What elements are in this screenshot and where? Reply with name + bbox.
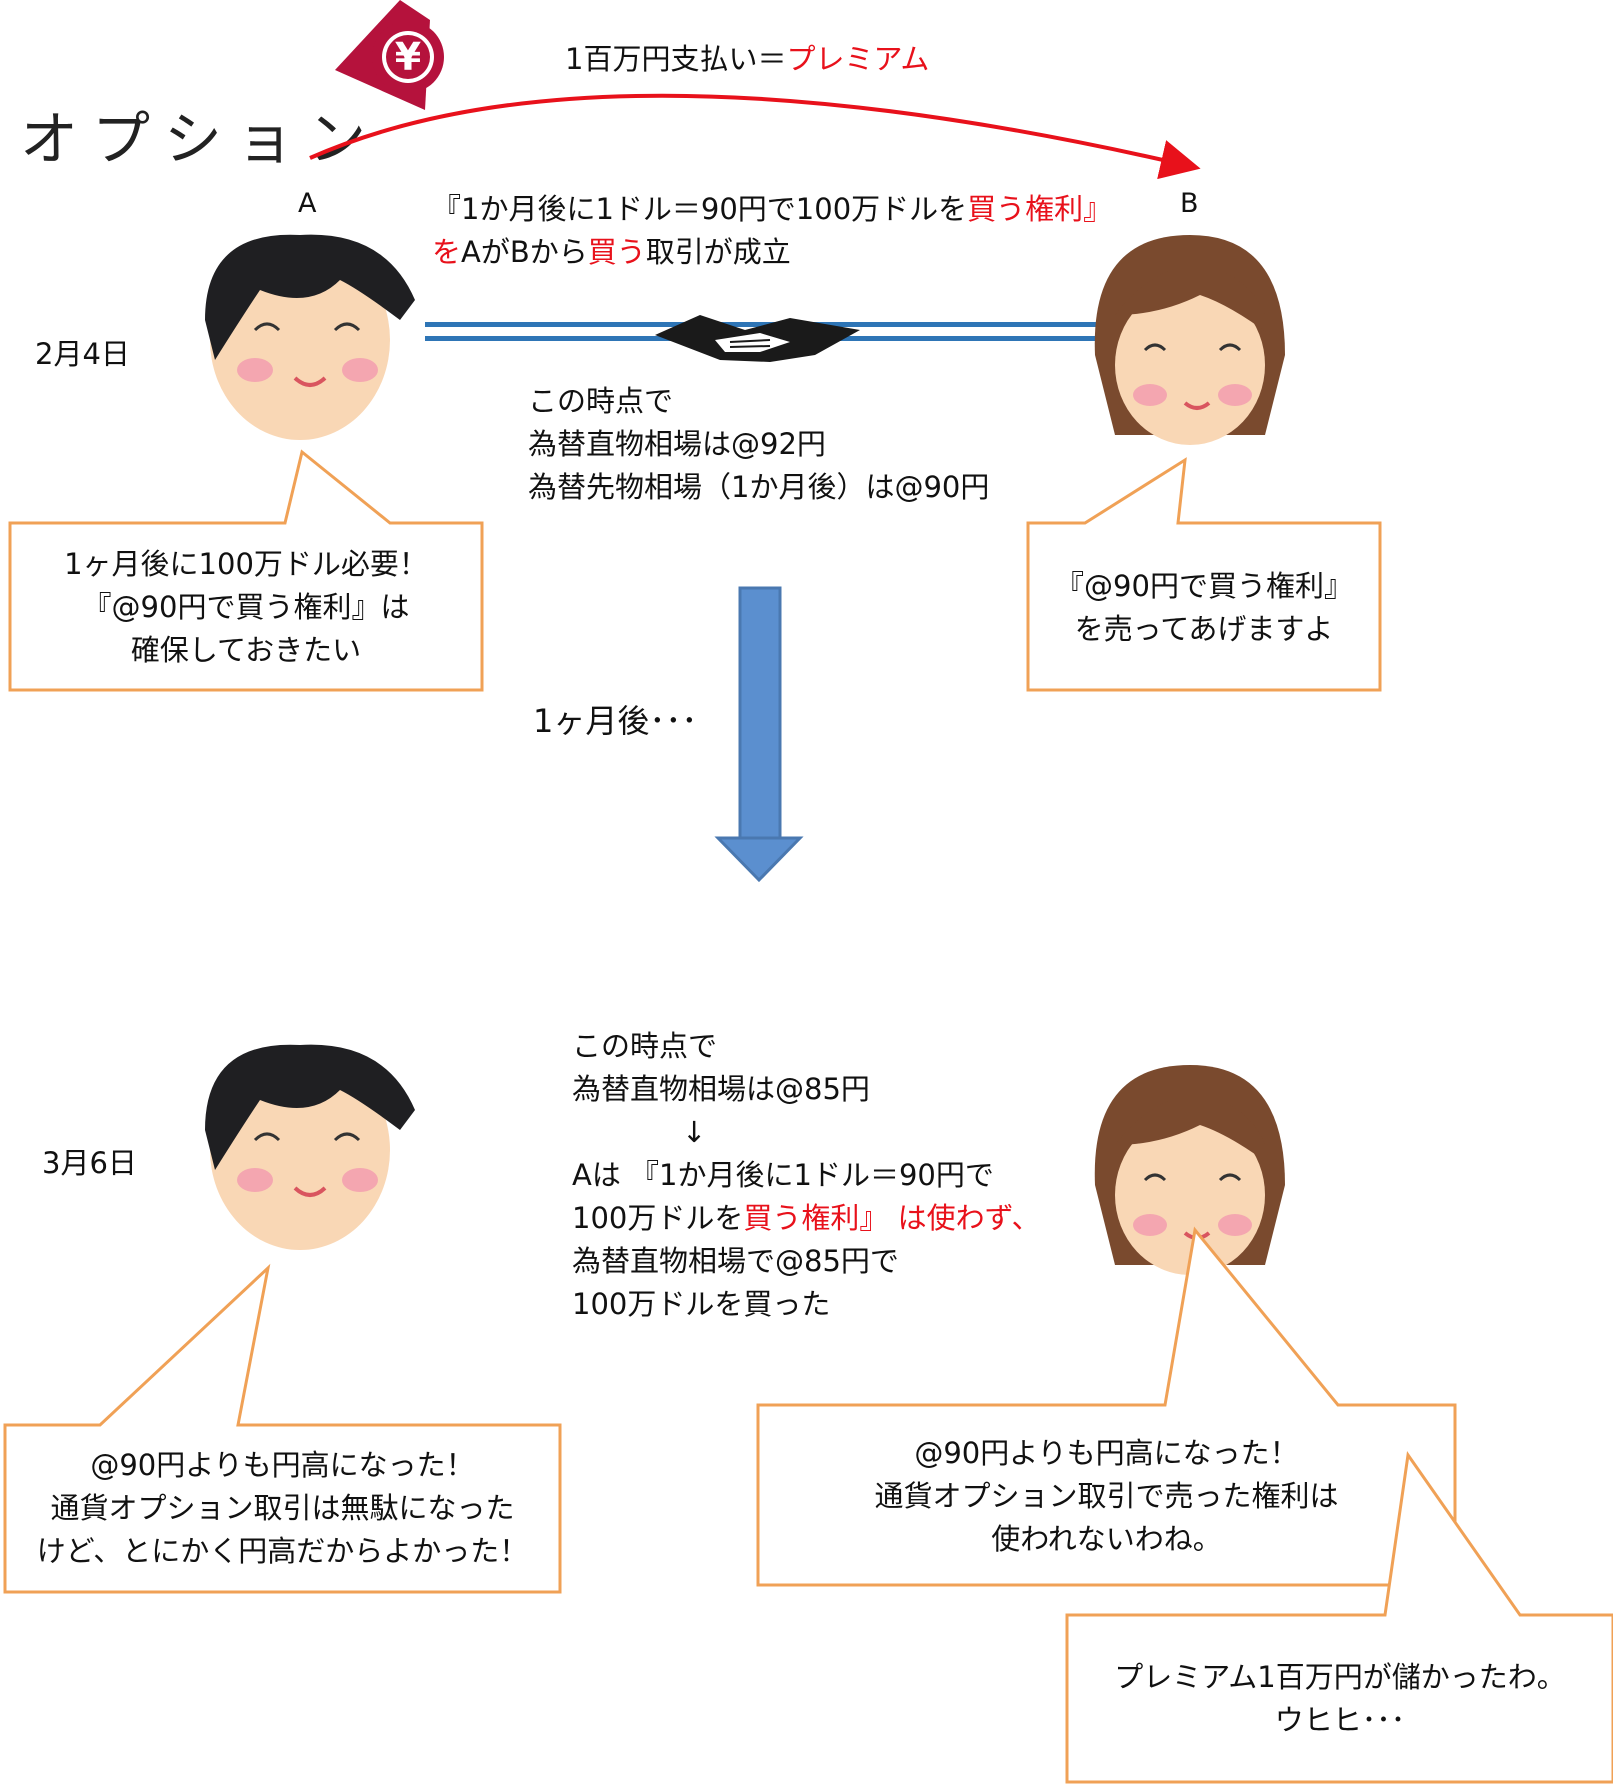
bubble-a2-text: @90円よりも円高になった！ 通貨オプション取引は無駄になった けど、とにかく円… <box>36 1448 529 1568</box>
down-arrow <box>714 586 804 883</box>
bubble-b3-shape <box>1065 1451 1613 1784</box>
market-info-2: この時点で 為替直物相場は@85円 ↓ Aは 『1か月後に1ドル＝90円で 10… <box>572 1029 1041 1321</box>
page-title: オプション <box>20 105 381 173</box>
date-label-2: 3月6日 <box>42 1146 137 1180</box>
person-a-label: A <box>298 188 317 219</box>
person-b-face-1 <box>1094 235 1285 445</box>
deal-text: 『1か月後に1ドル＝90円で100万ドルを買う権利』 をAがBから買う取引が成立 <box>432 192 1113 269</box>
bubble-b1-text: 『@90円で買う権利』 を売ってあげますよ <box>1055 569 1353 646</box>
bubble-a1-text: 1ヶ月後に100万ドル必要！ 『@90円で買う権利』は 確保しておきたい <box>64 547 428 667</box>
market-info-1: この時点で 為替直物相場は@92円 為替先物相場（1か月後）は@90円 <box>528 384 990 504</box>
one-month-later: 1ヶ月後･･･ <box>533 702 698 740</box>
bubble-b2-shape <box>756 1226 1457 1587</box>
down-arrow-glyph: ↓ <box>682 1115 707 1149</box>
premium-payment-arrow <box>309 93 1201 180</box>
yen-symbol: ¥ <box>394 35 422 79</box>
bubble-b1-shape <box>1026 457 1382 692</box>
yen-icon <box>335 0 444 110</box>
date-label-1: 2月4日 <box>35 337 130 371</box>
premium-label: 1百万円支払い＝プレミアム <box>565 42 930 76</box>
bubble-b3-text: プレミアム1百万円が儲かったわ。 ウヒヒ･･･ <box>1114 1660 1566 1737</box>
person-b-face-2 <box>1094 1065 1285 1275</box>
person-b-label: B <box>1180 188 1199 219</box>
person-a-face-2 <box>205 1044 415 1250</box>
bubble-a1-shape <box>8 449 484 692</box>
handshake-icon <box>655 315 860 362</box>
person-a-face-1 <box>205 234 415 440</box>
bubble-b2-text: @90円よりも円高になった！ 通貨オプション取引で売った権利は 使われないわね。 <box>874 1436 1339 1556</box>
bubble-a2-shape <box>3 1263 562 1594</box>
